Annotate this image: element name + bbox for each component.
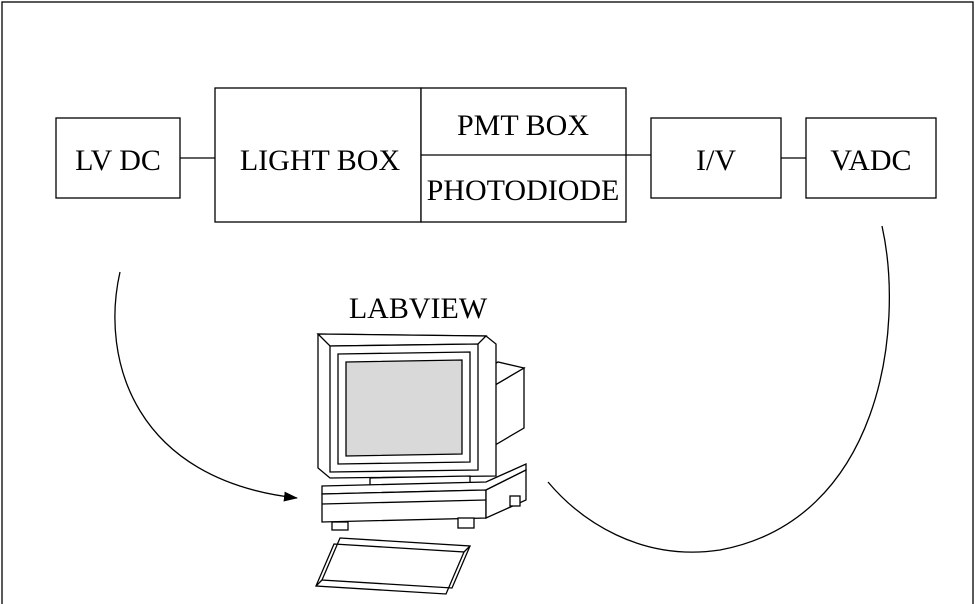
arc-from-vadc bbox=[547, 225, 890, 553]
pmt-photodiode-block: PMT BOX PHOTODIODE bbox=[420, 87, 651, 223]
keyboard-icon bbox=[315, 537, 471, 595]
light-box-label: LIGHT BOX bbox=[240, 144, 401, 177]
vadc-label: VADC bbox=[830, 144, 911, 177]
photodiode-label: PHOTODIODE bbox=[427, 174, 620, 207]
light-box-block: LIGHT BOX bbox=[214, 87, 422, 223]
arc-arrow-to-computer bbox=[114, 271, 298, 502]
computer-icon bbox=[316, 333, 527, 531]
labview-label: LABVIEW bbox=[349, 292, 488, 325]
iv-block: I/V bbox=[650, 117, 782, 199]
vadc-block: VADC bbox=[805, 117, 937, 199]
iv-label: I/V bbox=[696, 144, 736, 177]
pmt-box-label: PMT BOX bbox=[457, 109, 589, 142]
lv-dc-block: LV DC bbox=[55, 117, 181, 199]
lv-dc-label: LV DC bbox=[75, 144, 161, 177]
